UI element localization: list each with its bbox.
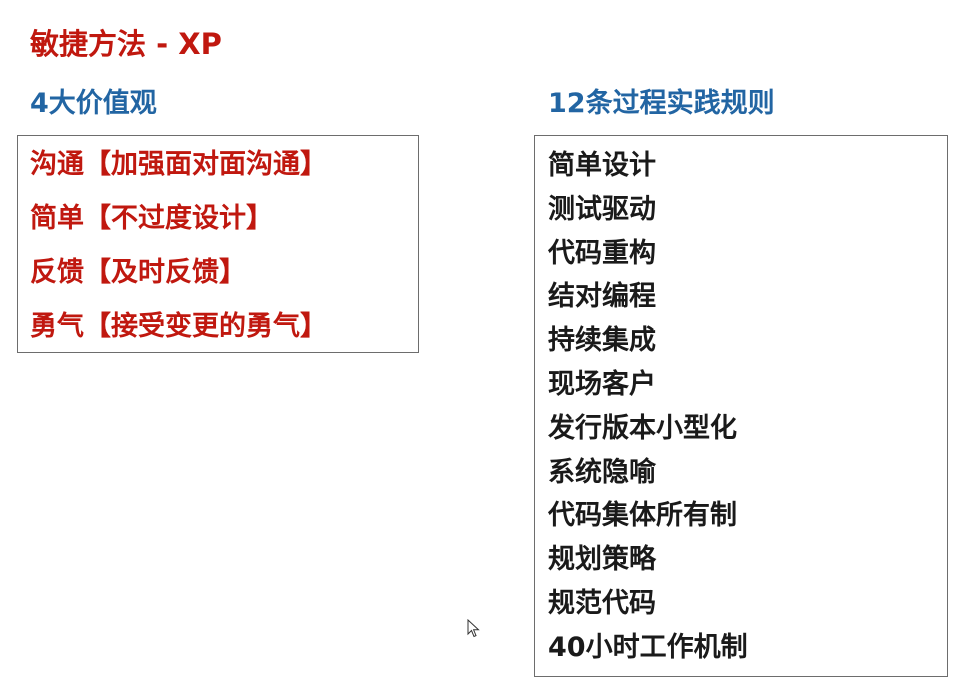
value-item-feedback: 反馈【及时反馈】 bbox=[30, 257, 246, 288]
practice-item: 代码重构 bbox=[548, 237, 656, 269]
practice-item: 系统隐喻 bbox=[548, 456, 656, 488]
value-item-courage: 勇气【接受变更的勇气】 bbox=[30, 311, 327, 342]
value-item-simplicity: 简单【不过度设计】 bbox=[30, 203, 273, 234]
mouse-pointer-icon bbox=[467, 619, 480, 638]
practice-item: 发行版本小型化 bbox=[548, 412, 737, 444]
values-box: 沟通【加强面对面沟通】 简单【不过度设计】 反馈【及时反馈】 勇气【接受变更的勇… bbox=[17, 135, 419, 353]
practice-item: 测试驱动 bbox=[548, 193, 656, 225]
practice-item: 现场客户 bbox=[548, 368, 656, 400]
practice-item: 结对编程 bbox=[548, 281, 656, 313]
practice-item: 40小时工作机制 bbox=[548, 631, 748, 663]
practice-item: 简单设计 bbox=[548, 150, 656, 181]
practice-item: 代码集体所有制 bbox=[548, 500, 737, 532]
values-heading: 4大价值观 bbox=[30, 88, 157, 119]
page-title: 敏捷方法 - XP bbox=[30, 27, 222, 61]
practices-box: 简单设计 测试驱动 代码重构 结对编程 持续集成 现场客户 发行版本小型化 系统… bbox=[534, 135, 948, 677]
practice-item: 持续集成 bbox=[548, 325, 656, 357]
practices-heading: 12条过程实践规则 bbox=[548, 88, 775, 119]
practice-item: 规范代码 bbox=[548, 587, 656, 619]
practice-item: 规划策略 bbox=[548, 544, 656, 576]
value-item-communication: 沟通【加强面对面沟通】 bbox=[30, 149, 327, 180]
